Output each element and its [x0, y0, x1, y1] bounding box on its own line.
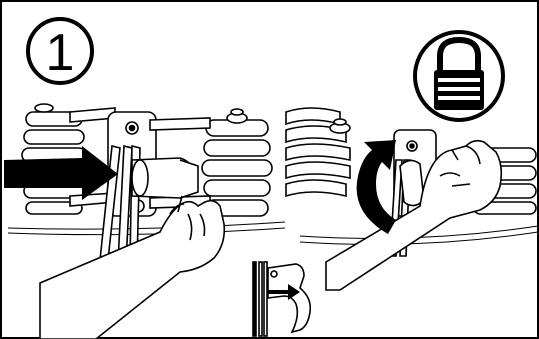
lock-icon — [415, 32, 503, 120]
latch-handle-rotated — [400, 160, 424, 205]
step-number: 1 — [46, 24, 75, 82]
right-chain-stack — [202, 109, 272, 216]
latch-handle — [132, 158, 198, 198]
step-badge: 1 — [28, 19, 92, 83]
